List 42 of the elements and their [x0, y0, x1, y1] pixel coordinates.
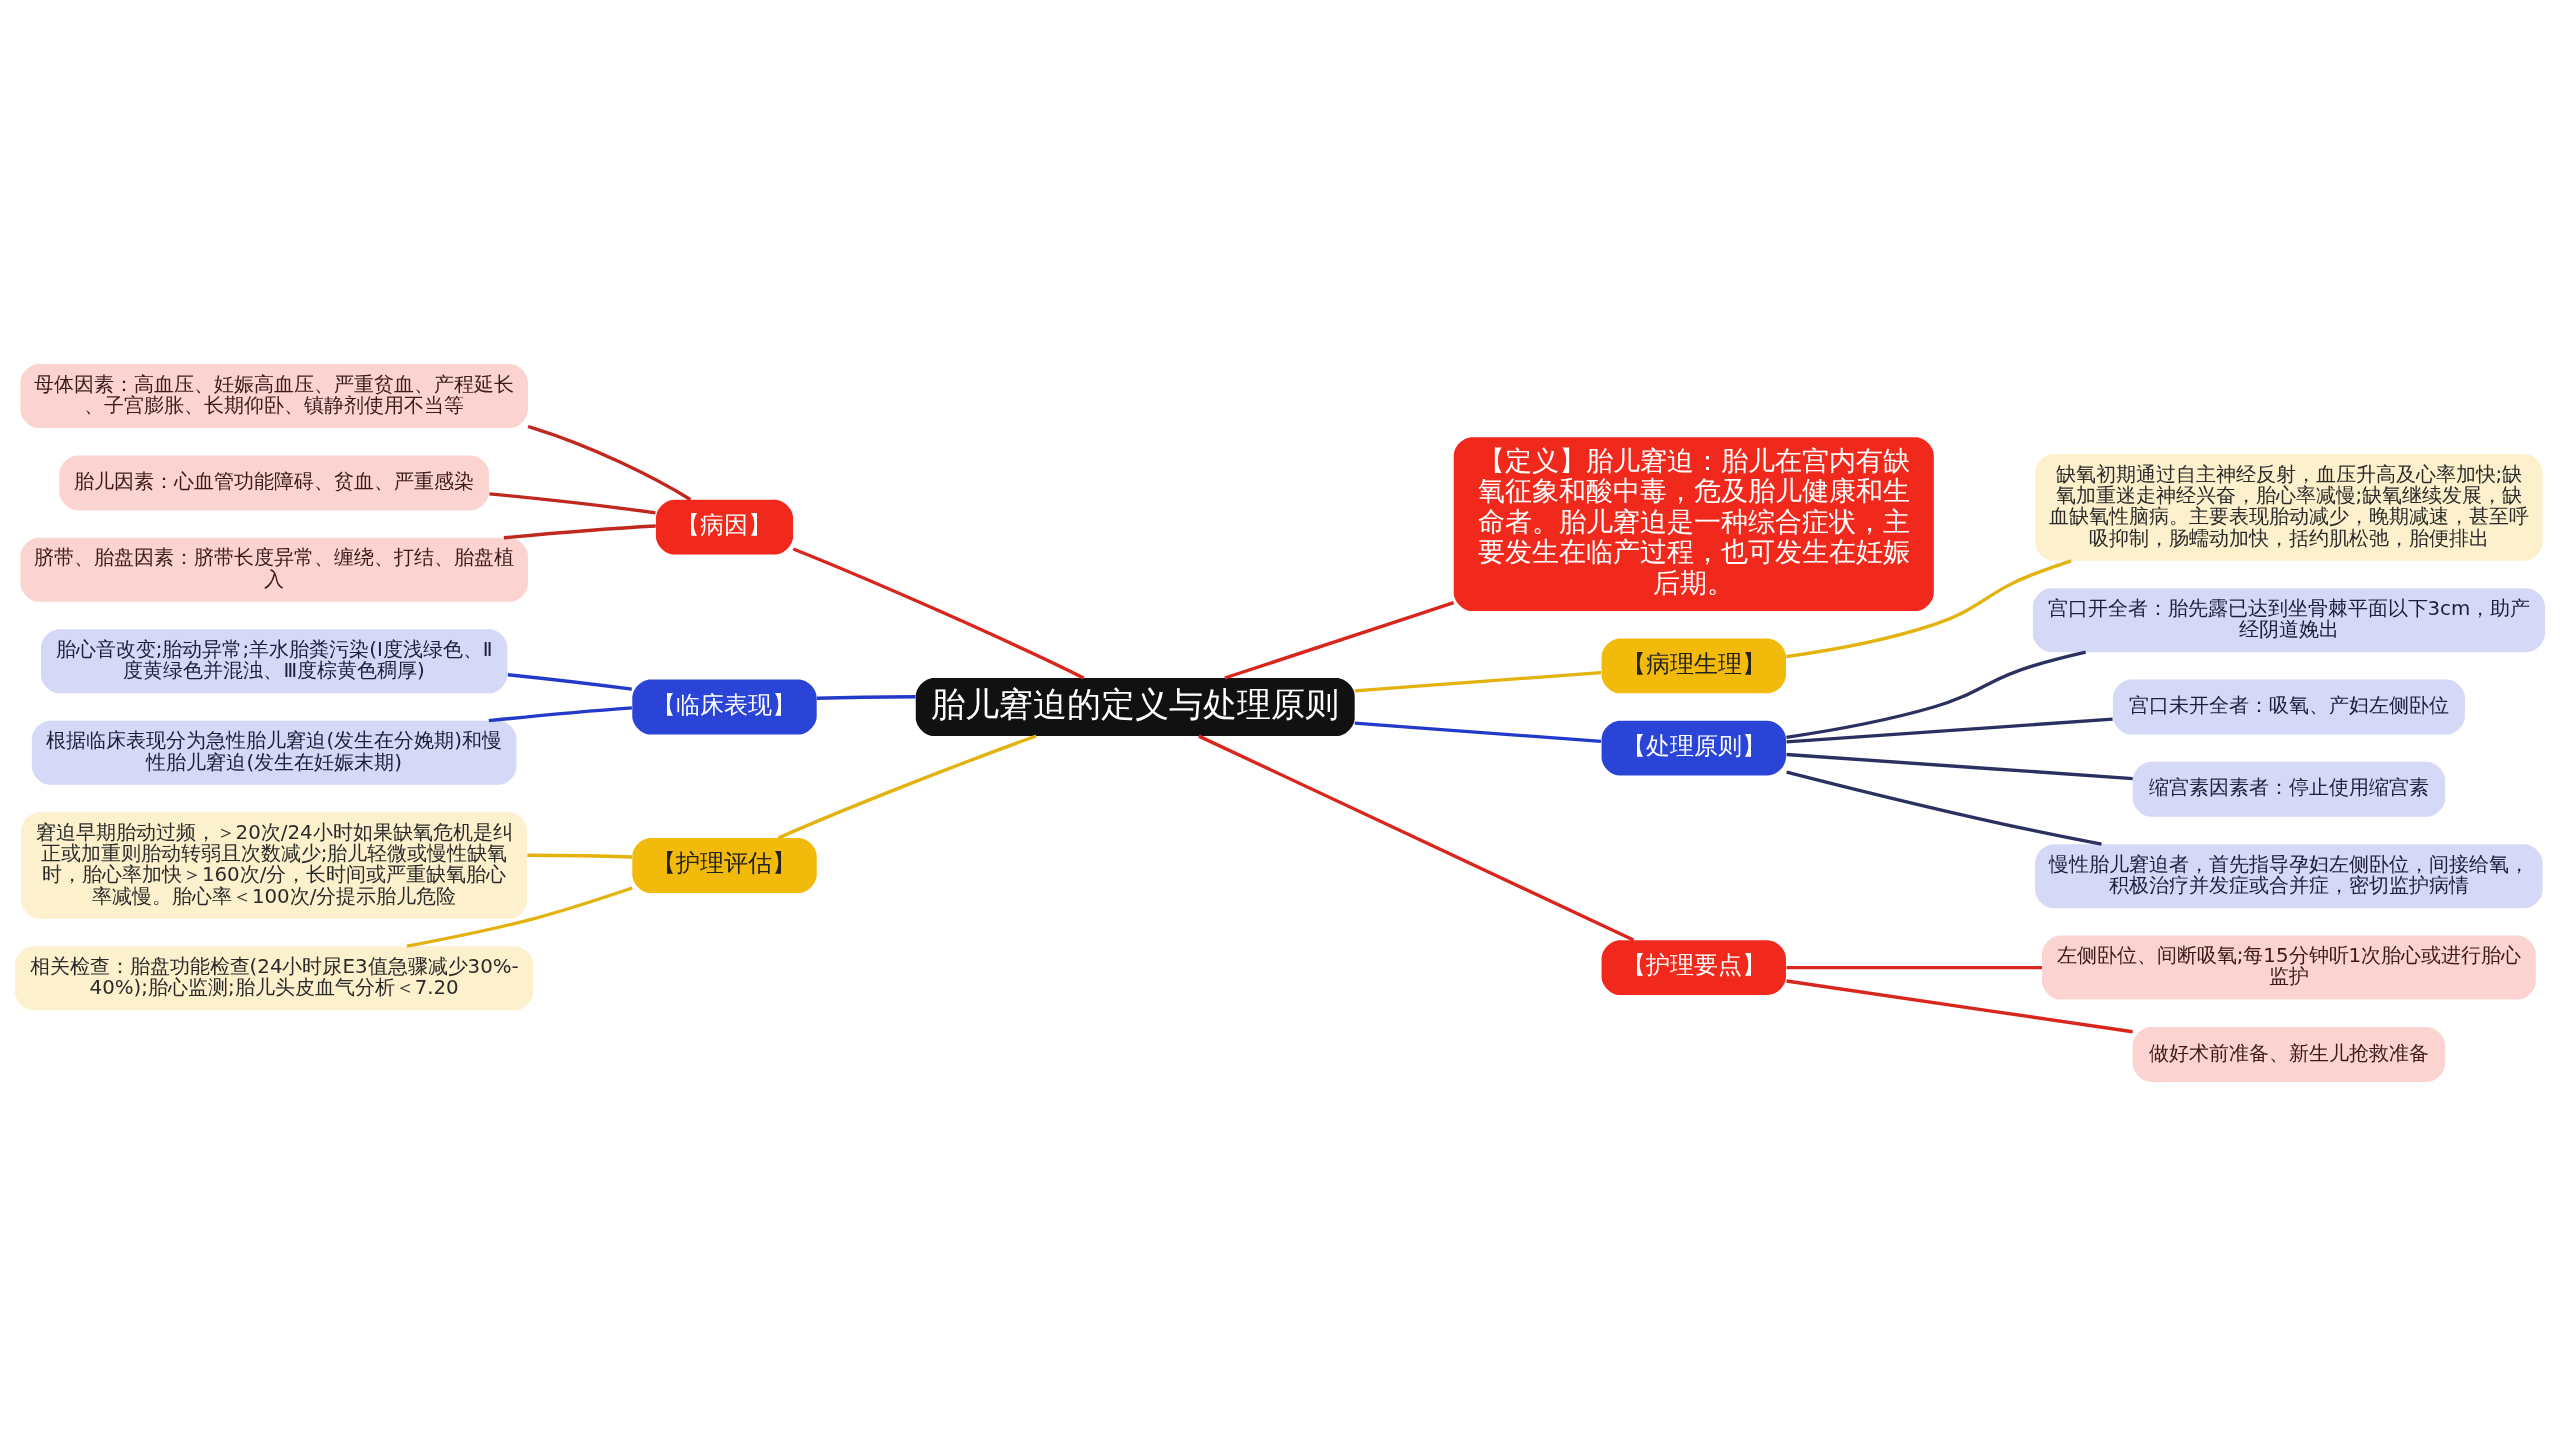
node-box: 缩宫素因素者：停止使用缩宫素 — [2132, 761, 2446, 817]
connector — [1354, 721, 1602, 744]
connector — [503, 524, 656, 540]
node-box: 窘迫早期胎动过频，＞20次/24小时如果缺氧危机是纠正或加重则胎动转弱且次数减少;胎儿轻微或慢性缺氧时，胎心率加快＞160次/分，长时间或严重缺氧胎心率减慢。胎心率＜100次/分提示胎儿危险 — [21, 812, 528, 919]
connector — [1786, 965, 2042, 970]
connector — [792, 547, 1085, 680]
node-box: 【处理原则】 — [1601, 720, 1786, 776]
connector — [1224, 601, 1455, 680]
node-box: 胎儿窘迫的定义与处理原则 — [915, 678, 1355, 736]
connector — [488, 706, 633, 723]
connector — [1786, 559, 2072, 659]
node-box: 宫口开全者：胎先露已达到坐骨棘平面以下3cm，助产经阴道娩出 — [2032, 588, 2545, 653]
node-box: 脐带、胎盘因素：脐带长度异常、缠绕、打结、胎盘植入 — [20, 537, 528, 602]
node-box: 慢性胎儿窘迫者，首先指导孕妇左侧卧位，间接给氧，积极治疗并发症或合并症，密切监护病情 — [2035, 844, 2543, 909]
connector — [527, 424, 692, 501]
connector — [1786, 979, 2133, 1034]
connector — [777, 734, 1037, 840]
node-box: 【病理生理】 — [1601, 638, 1786, 694]
node-box: 宫口未开全者：吸氧、产妇左侧卧位 — [2112, 679, 2465, 735]
connector — [527, 853, 633, 859]
connector — [1786, 752, 2133, 781]
node-box: 左侧卧位、间断吸氧;每15分钟听1次胎心或进行胎心监护 — [2042, 935, 2536, 1000]
node-box: 【护理要点】 — [1601, 940, 1786, 996]
connector — [1786, 770, 2102, 846]
node-box: 做好术前准备、新生儿抢救准备 — [2132, 1027, 2446, 1082]
connector — [1786, 650, 2087, 739]
node-box: 母体因素：高血压、妊娠高血压、严重贫血、产程延长、子宫膨胀、长期仰卧、镇静剂使用不当等 — [20, 364, 528, 429]
node-box: 缺氧初期通过自主神经反射，血压升高及心率加快;缺氧加重迷走神经兴奋，胎心率减慢;缺氧继续发展，缺血缺氧性脑病。主要表现胎动减少，晚期减速，甚至呼吸抑制，肠蠕动加快，括约肌松弛，胎便排出 — [2035, 454, 2543, 561]
connector — [816, 695, 916, 700]
node-box: 胎儿因素：心血管功能障碍、贫血、严重感染 — [59, 455, 490, 511]
connector — [489, 492, 656, 515]
connector — [1786, 717, 2113, 744]
node-box: 【护理评估】 — [632, 838, 817, 893]
node-box: 【病因】 — [655, 499, 794, 555]
node-box: 【临床表现】 — [632, 679, 817, 735]
connector — [1198, 734, 1635, 942]
node-box: 胎心音改变;胎动异常;羊水胎粪污染(Ⅰ度浅绿色、Ⅱ度黄绿色并混浊、Ⅲ度棕黄色稠厚) — [41, 629, 508, 694]
node-box: 相关检查：胎盘功能检查(24小时尿E3值急骤减少30%-40%);胎心监测;胎儿头皮血气分析＜7.20 — [15, 946, 534, 1011]
connector — [507, 673, 632, 691]
connector — [1354, 670, 1602, 693]
node-box: 根据临床表现分为急性胎儿窘迫(发生在分娩期)和慢性胎儿窘迫(发生在妊娠末期) — [31, 720, 517, 785]
node-box: 【定义】胎儿窘迫：胎儿在宫内有缺氧征象和酸中毒，危及胎儿健康和生命者。胎儿窘迫是一种综合症状，主要发生在临产过程，也可发生在妊娠后期。 — [1453, 437, 1934, 611]
